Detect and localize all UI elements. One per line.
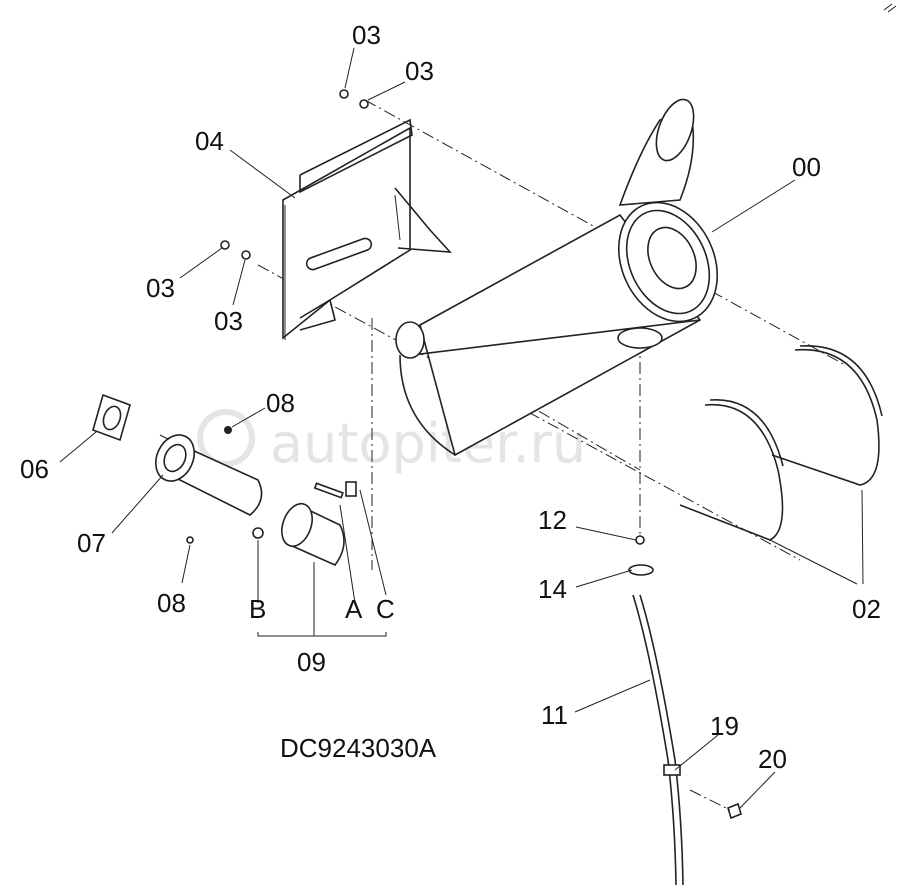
callout-02: 02 (852, 594, 881, 624)
callout-sub-a: A (345, 594, 363, 624)
corner-mark-icon (883, 3, 897, 13)
callout-14: 14 (538, 574, 567, 604)
callout-19: 19 (710, 711, 739, 741)
strap-bands-02 (679, 345, 883, 541)
callout-09: 09 (297, 647, 326, 677)
leader-lines (59, 47, 864, 811)
callout-labels: 03 03 04 03 03 00 08 06 07 08 B A C 09 1… (20, 20, 881, 774)
drawing-code: DC9243030A (280, 733, 437, 763)
callout-06: 06 (20, 454, 49, 484)
callout-03-left-b: 03 (214, 306, 243, 336)
callout-08-bottom: 08 (157, 588, 186, 618)
callout-sub-c: C (376, 594, 395, 624)
callout-03-top-b: 03 (405, 56, 434, 86)
callout-07: 07 (77, 528, 106, 558)
watermark: autopiter.ru (197, 409, 586, 475)
gasket-06 (92, 393, 131, 442)
nuts-03 (186, 89, 369, 544)
hose-11 (628, 535, 742, 886)
callout-03-top-a: 03 (352, 20, 381, 50)
callout-20: 20 (758, 744, 787, 774)
callout-04: 04 (195, 126, 224, 156)
callout-08-top: 08 (266, 388, 295, 418)
callout-11: 11 (541, 700, 568, 730)
callout-03-left-a: 03 (146, 273, 175, 303)
muffler-00 (395, 98, 719, 457)
inlet-pipe-07 (154, 434, 263, 516)
bracket-04 (282, 118, 452, 340)
callout-00: 00 (792, 152, 821, 182)
callout-12: 12 (538, 505, 567, 535)
watermark-text: autopiter.ru (270, 412, 586, 475)
callout-sub-b: B (249, 594, 266, 624)
clamp-09 (252, 481, 357, 566)
